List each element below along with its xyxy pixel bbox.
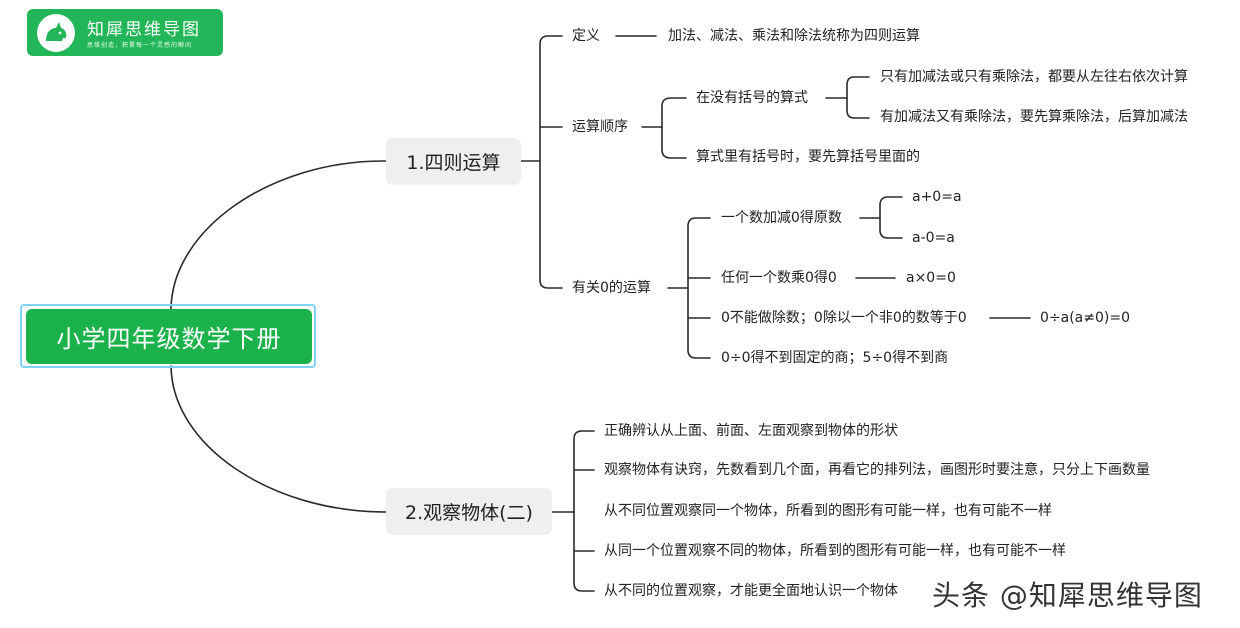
zero-div-formula[interactable]: 0÷a(a≠0)=0 <box>1040 310 1130 326</box>
zero-no-quotient[interactable]: 0÷0得不到固定的商；5÷0得不到商 <box>721 350 949 366</box>
branch-node-observe[interactable]: 2.观察物体(二) <box>386 488 552 535</box>
no-brackets-rule-1[interactable]: 只有加减法或只有乘除法，都要从左往右依次计算 <box>880 69 1188 85</box>
branch2-bracket <box>573 430 595 592</box>
observe-item-5[interactable]: 从不同的位置观察，才能更全面地认识一个物体 <box>604 583 898 599</box>
watermark: 头条 @知犀思维导图 <box>932 579 1203 612</box>
observe-item-4[interactable]: 从同一个位置观察不同的物体，所看到的图形有可能一样，也有可能不一样 <box>604 543 1066 559</box>
zero-sub-formula[interactable]: a-0=a <box>912 230 955 246</box>
root-node[interactable]: 小学四年级数学下册 <box>26 309 312 364</box>
zero-bracket <box>687 217 711 359</box>
no-brackets-label[interactable]: 在没有括号的算式 <box>696 90 808 106</box>
observe-item-3[interactable]: 从不同位置观察同一个物体，所看到的图形有可能一样，也有可能不一样 <box>604 503 1052 519</box>
root-selection-frame <box>20 304 316 368</box>
zero-mul-label[interactable]: 任何一个数乘0得0 <box>721 270 837 286</box>
observe-item-1[interactable]: 正确辨认从上面、前面、左面观察到物体的形状 <box>604 423 898 439</box>
no-brackets-bracket <box>846 76 870 119</box>
observe-item-2[interactable]: 观察物体有诀窍，先数看到几个面，再看它的排列法，画图形时要注意，只分上下画数量 <box>604 462 1150 478</box>
zero-add-sub-label[interactable]: 一个数加减0得原数 <box>721 210 842 226</box>
zero-div-label[interactable]: 0不能做除数；0除以一个非0的数等于0 <box>721 310 967 326</box>
order-label[interactable]: 运算顺序 <box>572 119 628 135</box>
logo-badge: 知犀思维导图 思维创造，积累每一个灵感的瞬间 <box>27 9 223 56</box>
logo-title: 知犀思维导图 <box>87 20 201 40</box>
logo-slogan: 思维创造，积累每一个灵感的瞬间 <box>87 42 193 49</box>
no-brackets-rule-2[interactable]: 有加减法又有乘除法，要先算乘除法，后算加减法 <box>880 109 1188 125</box>
with-brackets-rule[interactable]: 算式里有括号时，要先算括号里面的 <box>696 149 920 165</box>
definition-text[interactable]: 加法、减法、乘法和除法统称为四则运算 <box>668 28 920 44</box>
order-bracket <box>661 97 687 159</box>
zero-add-formula[interactable]: a+0=a <box>912 189 962 205</box>
rhino-logo-icon <box>37 14 75 52</box>
zero-ops-label[interactable]: 有关0的运算 <box>572 280 651 296</box>
branch-node-arithmetic[interactable]: 1.四则运算 <box>386 138 521 185</box>
branch1-bracket <box>539 35 563 289</box>
add-sub-bracket <box>879 196 903 239</box>
root-branch2-curve <box>170 365 387 513</box>
root-branch1-curve <box>170 160 387 310</box>
definition-label[interactable]: 定义 <box>572 28 600 44</box>
zero-mul-formula[interactable]: a×0=0 <box>906 270 956 286</box>
